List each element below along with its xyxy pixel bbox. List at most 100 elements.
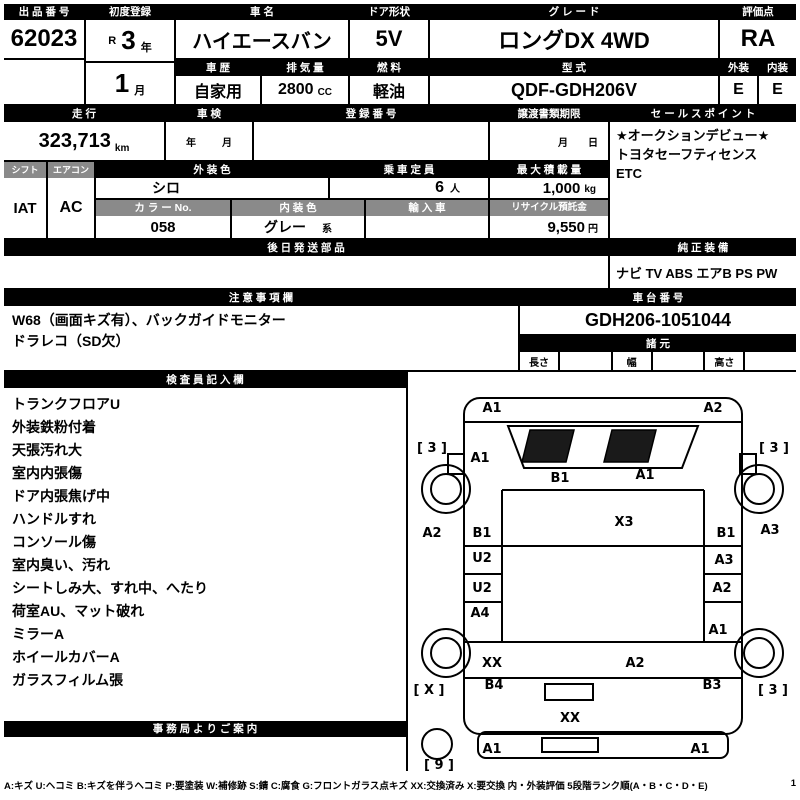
damage-code-label: B1 (717, 526, 736, 541)
aircon-cell: エアコン AC (48, 162, 94, 238)
first-registration-cell: 初度登録 R 3 年 1 月 (86, 4, 174, 104)
max-load-value-row: 1,000 kg (490, 178, 608, 198)
capacity-cell: 乗 車 定 員 6 人 (330, 162, 488, 198)
damage-code-label: B3 (703, 678, 722, 693)
ext-int-grade-cell: 外装 E 内装 E (720, 60, 796, 104)
shaken-label: 車 検 (166, 106, 252, 122)
list-item: 室内内張傷 (12, 465, 82, 481)
damage-code-label: B1 (473, 526, 492, 541)
damage-code-label: [ 9 ] (424, 758, 454, 771)
model-code-cell: 型 式 QDF-GDH206V (430, 60, 718, 104)
mileage-cell: 走 行 323,713 km (4, 106, 164, 160)
reg-year-unit: 年 (140, 42, 152, 54)
shaken-month-unit: 月 (222, 137, 232, 149)
damage-code-label: A2 (625, 656, 644, 671)
office-info-label: 事 務 局 よ り ご 案 内 (4, 721, 406, 737)
cautions-label: 注 意 事 項 欄 (4, 290, 518, 306)
list-item: トランクフロアU (12, 396, 121, 412)
score-cell: 評価点 RA (720, 4, 796, 58)
list-item: シートしみ大、すれ中、へたり (12, 580, 208, 596)
interior-color-cell: 内 装 色 グレー 系 (232, 200, 364, 238)
inspector-notes-label: 検 査 員 記 入 欄 (4, 372, 406, 388)
inspector-notes-cell: 検 査 員 記 入 欄 トランクフロアU 外装鉄粉付着天張汚れ大室内内張傷ドア内張… (4, 372, 406, 771)
reg-year-value: 3 (121, 25, 136, 55)
damage-code-label: A1 (482, 401, 501, 416)
car-name-cell: 車 名 ハイエースバン (176, 4, 348, 58)
aircon-value: AC (59, 199, 83, 216)
damage-code-label: A2 (703, 401, 722, 416)
chassis-number-cell: 車 台 番 号 GDH206-1051044 (520, 290, 796, 334)
displacement-unit: CC (317, 87, 333, 98)
displacement-cell: 排 気 量 2800 CC (262, 60, 348, 104)
specs-row: 長さ 幅 高さ (520, 352, 796, 370)
damage-code-label: A4 (470, 606, 489, 621)
interior-color-value-row: グレー 系 (232, 216, 364, 238)
registration-number-cell: 登 録 番 号 (254, 106, 488, 160)
model-code-value: QDF-GDH206V (510, 79, 638, 100)
registration-number-label: 登 録 番 号 (254, 106, 488, 122)
specs-label: 諸 元 (520, 336, 796, 352)
transfer-day-unit: 日 (588, 137, 598, 149)
damage-code-label: A3 (714, 553, 733, 568)
width-value (653, 352, 706, 370)
damage-code-label: [ X ] (414, 683, 445, 698)
interior-grade-cell: 内装 E (759, 60, 796, 104)
shift-label: シフト (4, 162, 46, 178)
sales-point-label: セ ー ル ス ポ イ ン ト (610, 106, 796, 122)
max-load-unit: kg (584, 184, 596, 195)
damage-code-label: A1 (470, 451, 489, 466)
shift-value: IAT (13, 199, 37, 217)
car-history-cell: 車 歴 自家用 (176, 60, 260, 104)
legend: A:キズ U:ヘコミ B:キズを伴うヘコミ P:要塗装 W:補修跡 S:錆 C:… (4, 778, 796, 792)
max-load-label: 最 大 積 載 量 (490, 162, 608, 178)
damage-code-label: B1 (551, 471, 570, 486)
list-item: 外装鉄粉付着 (12, 419, 96, 435)
list-item: 天張汚れ大 (12, 442, 82, 458)
list-item: ドア内張焦げ中 (12, 488, 110, 504)
list-item: ドラレコ（SD欠） (12, 333, 130, 349)
chassis-number-value: GDH206-1051044 (584, 309, 732, 330)
import-car-label: 輸 入 車 (366, 200, 488, 216)
recycle-deposit-unit: 円 (588, 224, 598, 235)
recycle-deposit-value-row: 9,550 円 (490, 216, 608, 238)
reg-month-unit: 月 (134, 85, 146, 97)
transfer-month-unit: 月 (558, 137, 568, 149)
recycle-deposit-cell: リサイクル預託金 9,550 円 (490, 200, 608, 238)
equipment-cell: 純 正 装 備 ナビ TV ABS エアB PS PW (610, 240, 796, 288)
cautions-lines: W68（画面キズ有）、バックガイドモニタードラレコ（SD欠） (4, 306, 518, 370)
exterior-grade-value: E (733, 81, 744, 98)
mileage-label: 走 行 (4, 106, 164, 122)
exterior-color-value: シロ (152, 180, 180, 196)
mileage-unit: km (114, 143, 130, 154)
displacement-value: 2800 (277, 81, 314, 98)
later-shipped-parts-cell: 後 日 発 送 部 品 (4, 240, 608, 288)
era-value: R (108, 34, 117, 47)
model-code-label: 型 式 (430, 60, 718, 76)
auction-number-value: 62023 (10, 25, 78, 52)
shift-cell: シフト IAT (4, 162, 46, 238)
height-label: 高さ (705, 352, 746, 370)
damage-code-label: [ 3 ] (759, 441, 789, 456)
first-registration-year-row: R 3 年 (86, 20, 174, 61)
legend-text: A:キズ U:ヘコミ B:キズを伴うヘコミ P:要塗装 W:補修跡 S:錆 C:… (4, 781, 708, 792)
first-registration-label: 初度登録 (86, 4, 174, 20)
import-car-value (366, 216, 488, 238)
mileage-value-row: 323,713 km (4, 122, 164, 160)
score-label: 評価点 (720, 4, 796, 20)
height-value (745, 352, 796, 370)
list-item: ガラスフィルム張 (12, 672, 124, 688)
capacity-label: 乗 車 定 員 (330, 162, 488, 178)
list-item: コンソール傷 (12, 534, 96, 550)
damage-code-label: [ 3 ] (417, 441, 447, 456)
length-label: 長さ (520, 352, 560, 370)
width-label: 幅 (613, 352, 653, 370)
interior-grade-value: E (772, 81, 783, 98)
car-name-label: 車 名 (176, 4, 348, 20)
office-info-area (4, 737, 406, 771)
